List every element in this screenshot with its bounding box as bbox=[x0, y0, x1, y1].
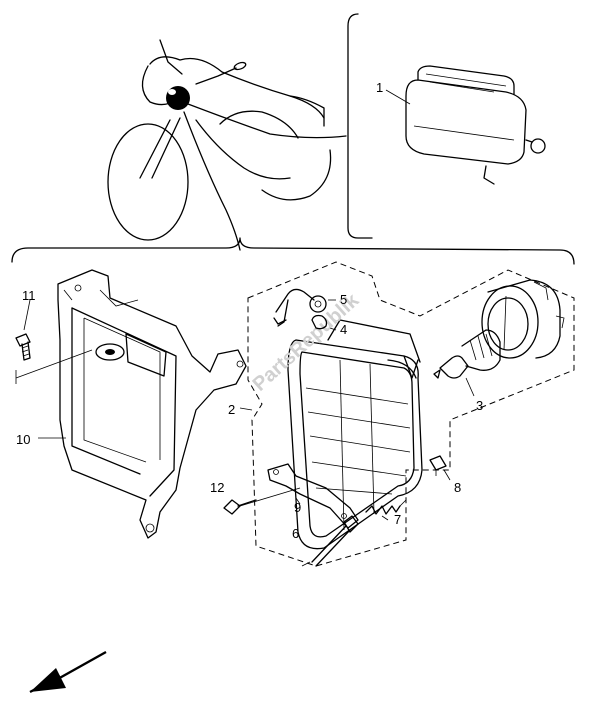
motorcycle-overview bbox=[107, 39, 347, 251]
callout-4: 4 bbox=[340, 322, 347, 337]
adjust-bracket bbox=[267, 463, 359, 529]
spring bbox=[365, 499, 407, 515]
callout-10: 10 bbox=[16, 432, 30, 447]
clip-8 bbox=[429, 455, 447, 476]
socket-cover bbox=[481, 279, 565, 359]
headlight-group-outline bbox=[247, 261, 575, 567]
headlight-stay bbox=[57, 269, 247, 539]
top-divider bbox=[347, 13, 373, 239]
callout-7: 7 bbox=[394, 512, 401, 527]
adjust-screw bbox=[311, 515, 359, 567]
arrow-down-left-icon bbox=[29, 650, 107, 694]
callouts: 1 2 3 4 5 6 7 8 9 10 11 12 bbox=[16, 80, 483, 541]
lower-section-bracket bbox=[11, 237, 575, 265]
callout-9: 9 bbox=[294, 500, 301, 515]
callout-6: 6 bbox=[292, 526, 299, 541]
callout-11: 11 bbox=[22, 288, 36, 303]
socket-wiring bbox=[273, 288, 328, 330]
headlight-unit bbox=[287, 319, 423, 550]
meter-assembly bbox=[405, 65, 546, 185]
callout-3: 3 bbox=[476, 398, 483, 413]
callout-8: 8 bbox=[454, 480, 461, 495]
callout-5: 5 bbox=[340, 292, 347, 307]
leader-lines bbox=[23, 89, 475, 567]
callout-1: 1 bbox=[376, 80, 383, 95]
bolt-11 bbox=[15, 333, 93, 384]
bulb bbox=[433, 329, 501, 379]
callout-2: 2 bbox=[228, 402, 235, 417]
callout-12: 12 bbox=[210, 480, 224, 495]
screw-12 bbox=[223, 487, 301, 515]
